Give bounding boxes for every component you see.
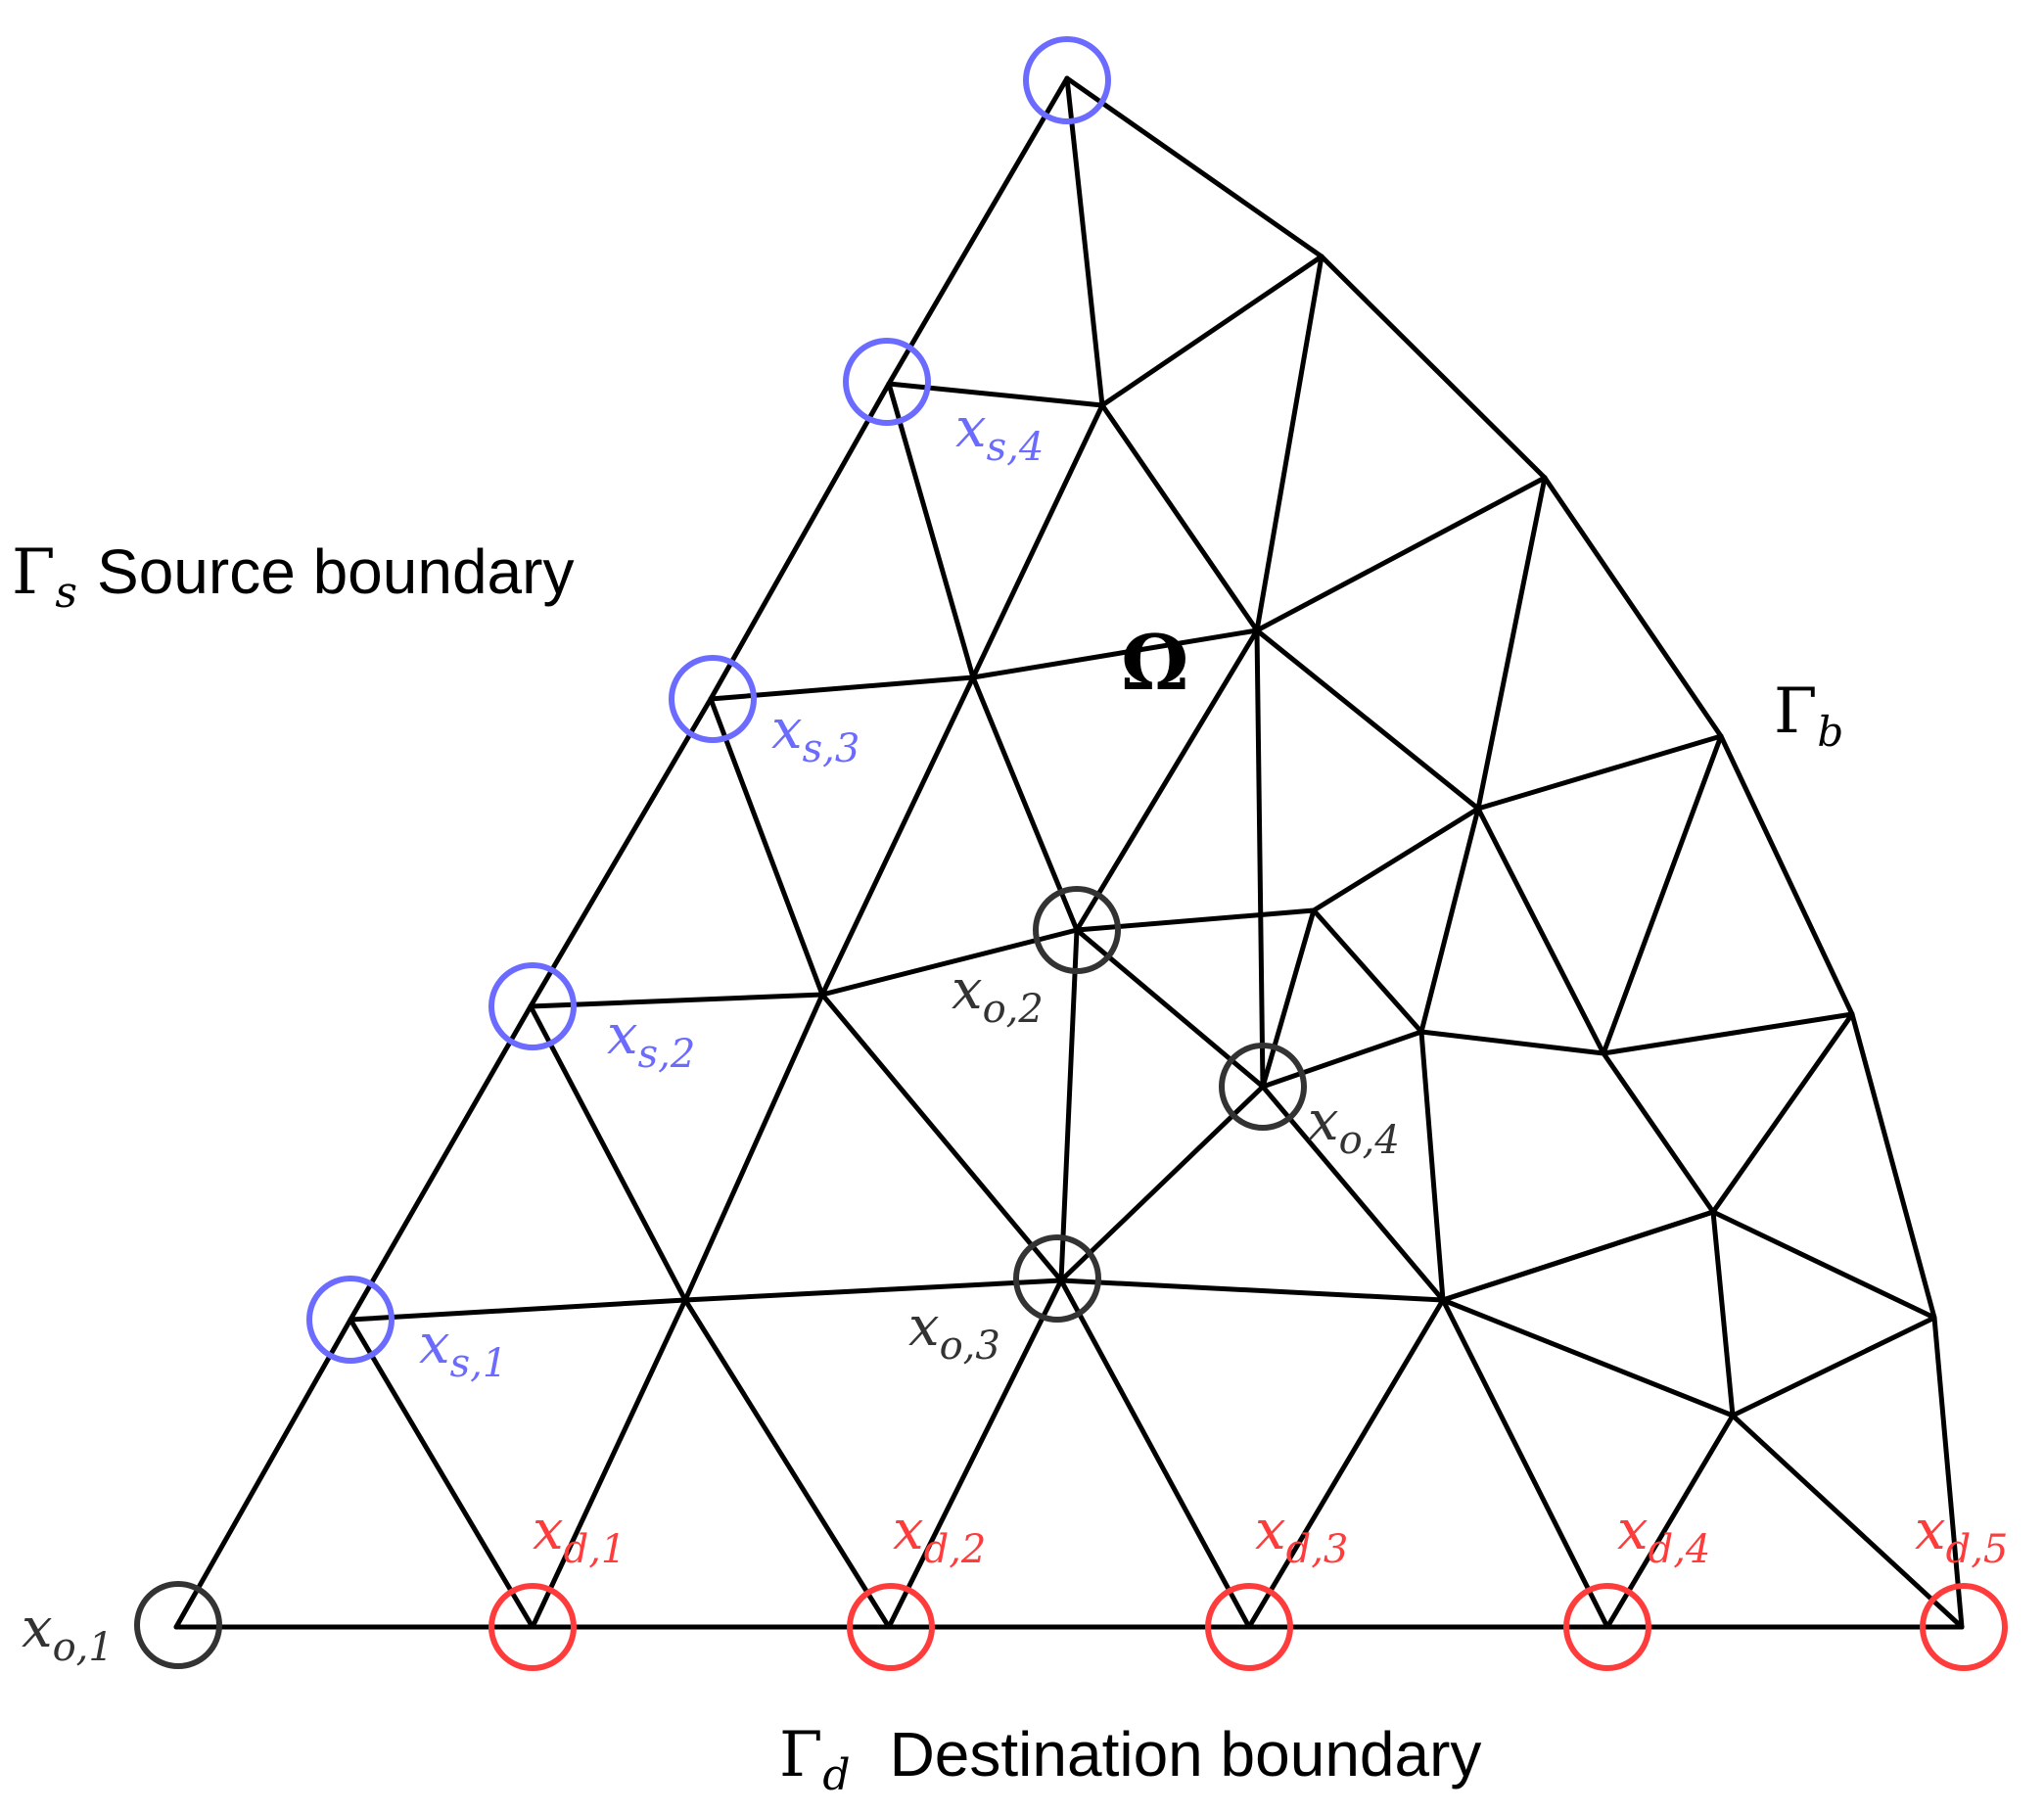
- mesh-edge: [682, 1297, 892, 1630]
- other-node-marker-xo3: [1013, 1234, 1101, 1323]
- mesh-edge: [348, 1003, 534, 1323]
- mesh-edge: [886, 381, 1105, 408]
- mesh-edge: [1254, 628, 1481, 812]
- mesh-edge: [1064, 75, 1105, 408]
- mesh-edge: [970, 674, 1080, 933]
- other-node-marker-xo4: [1219, 1043, 1307, 1131]
- label-xs2: xs,2: [607, 1003, 695, 1077]
- region-omega-label: Ω: [1121, 619, 1188, 708]
- label-xo4: xo,4: [1308, 1090, 1400, 1163]
- mesh-edge: [348, 1297, 688, 1323]
- mesh-edge: [1058, 1278, 1446, 1303]
- mesh-edge: [886, 1278, 1064, 1630]
- mesh-edge: [1475, 475, 1548, 812]
- mesh-edge: [1058, 1084, 1266, 1283]
- mesh-edge: [970, 628, 1260, 680]
- destination-node-marker-xd5: [1920, 1583, 2008, 1671]
- mesh-edge: [1311, 806, 1481, 913]
- mesh-edge: [1260, 907, 1317, 1090]
- mesh-edge: [1418, 1029, 1446, 1303]
- mesh-edge: [1710, 1209, 1736, 1418]
- label-xd3: xd,3: [1255, 1499, 1348, 1572]
- mesh-edge: [1710, 1011, 1855, 1215]
- mesh-edge: [1440, 1209, 1716, 1303]
- label-xs4: xs,4: [955, 396, 1044, 470]
- mesh-edge: [1601, 1011, 1855, 1056]
- mesh-edge: [528, 1003, 688, 1303]
- mesh-edge: [1254, 628, 1266, 1090]
- mesh-edge: [1246, 1297, 1446, 1630]
- mesh-edge: [1475, 733, 1724, 812]
- label-xd5: xd,5: [1915, 1499, 2008, 1572]
- label-xo2: xo,2: [952, 958, 1044, 1032]
- mesh-edge: [1601, 1050, 1716, 1215]
- label-xd2: xd,2: [893, 1499, 986, 1572]
- other-boundary-label: Γb: [1774, 675, 1843, 756]
- node-markers: [134, 36, 2008, 1671]
- destination-node-marker-xd1: [488, 1583, 577, 1671]
- mesh-edge: [886, 75, 1070, 387]
- source-node-marker-xs4: [843, 338, 931, 426]
- mesh-edge: [1718, 733, 1855, 1017]
- mesh-edge: [1418, 1029, 1606, 1056]
- other-node-marker-xo1: [134, 1581, 222, 1669]
- label-xd4: xd,4: [1617, 1499, 1710, 1572]
- mesh-edge: [1099, 402, 1260, 633]
- mesh-edge: [1260, 1029, 1424, 1090]
- mesh-edge: [1710, 1209, 1937, 1321]
- destination-node-marker-xd4: [1563, 1583, 1651, 1671]
- destination-node-marker-xd2: [847, 1583, 935, 1671]
- mesh-edge: [1254, 254, 1324, 633]
- mesh-edge: [819, 674, 976, 998]
- mesh-edge: [1064, 75, 1324, 259]
- mesh-edge: [1601, 733, 1724, 1056]
- mesh-edge: [1440, 1297, 1736, 1418]
- mesh-edge: [348, 1317, 535, 1630]
- mesh-edge: [682, 1278, 1064, 1303]
- mesh-edge: [708, 696, 825, 998]
- label-xo3: xo,3: [908, 1295, 1000, 1369]
- mesh-edge: [1099, 254, 1324, 408]
- label-xs3: xs,3: [771, 698, 859, 771]
- mesh-edge: [1260, 1084, 1446, 1303]
- mesh-edge: [1849, 1011, 1937, 1321]
- source-node-marker-xs3: [669, 655, 757, 743]
- label-xd1: xd,1: [533, 1499, 626, 1572]
- mesh-edge: [682, 992, 825, 1303]
- source-node-marker: [1023, 36, 1111, 124]
- mesh-edge: [1254, 475, 1548, 633]
- mesh-edge: [173, 1317, 353, 1630]
- mesh-edge: [819, 992, 1064, 1283]
- mesh-edge: [1730, 1413, 1965, 1630]
- mesh-edge: [886, 381, 976, 680]
- source-node-marker-xs1: [306, 1276, 395, 1364]
- mesh-edge: [530, 1297, 688, 1630]
- mesh-edge: [708, 381, 892, 702]
- source-node-marker-xs2: [488, 962, 577, 1050]
- mesh-edge: [1074, 628, 1260, 933]
- destination-node-marker-xd3: [1205, 1583, 1293, 1671]
- mesh-edge: [970, 402, 1105, 680]
- mesh-edge: [1058, 1278, 1252, 1630]
- label-xo1: xo,1: [22, 1597, 114, 1670]
- mesh-edge: [1058, 927, 1080, 1283]
- mesh-edge: [1319, 254, 1548, 481]
- mesh-edge: [528, 696, 714, 1009]
- mesh-edge: [528, 992, 825, 1009]
- other-node-marker-xo2: [1033, 886, 1121, 974]
- mesh-edges: [173, 75, 1965, 1630]
- mesh-edge: [1542, 475, 1724, 739]
- mesh-edge: [1730, 1315, 1937, 1418]
- mesh-edge: [1311, 907, 1424, 1035]
- mesh-edge: [1931, 1315, 1965, 1630]
- label-xs1: xs,1: [419, 1313, 507, 1386]
- mesh-edge: [1440, 1297, 1610, 1630]
- mesh-edge: [1074, 927, 1266, 1090]
- mesh-edge: [1475, 806, 1606, 1056]
- mesh-edge: [1418, 806, 1481, 1035]
